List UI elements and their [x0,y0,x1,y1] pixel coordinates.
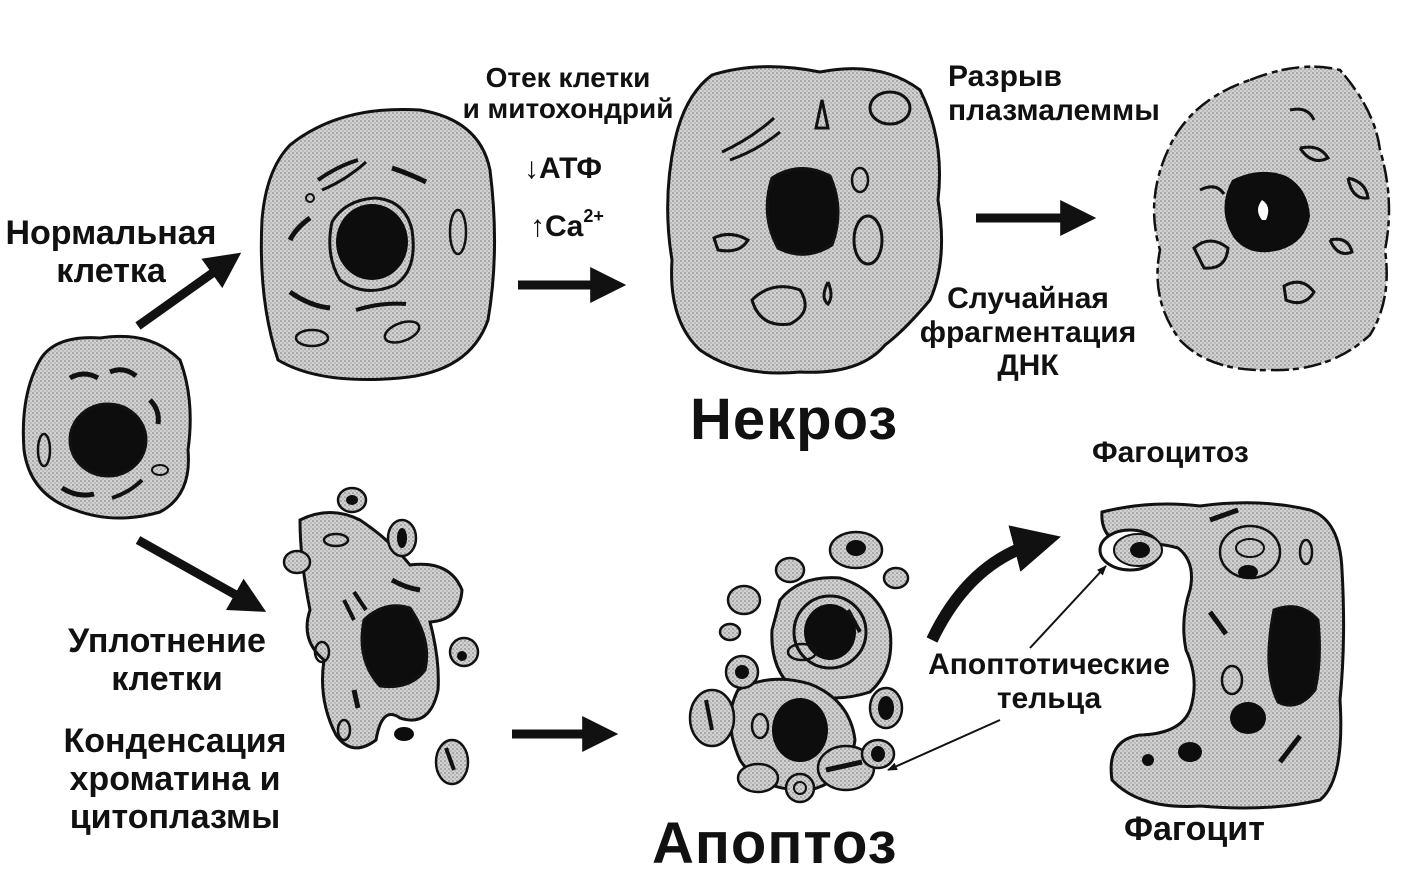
calcium-increase-label: ↑Ca2+ [530,206,604,243]
chromatin-condensation-label: Конденсация хроматина и цитоплазмы [63,722,287,837]
phagocyte-cell [1098,501,1346,810]
pointer-to-engulfed-body [1029,565,1107,649]
membrane-rupture-label: Разрыв плазмалеммы [948,60,1160,127]
swollen-cell [259,107,497,381]
shrinking-cell [282,486,480,786]
pointer-to-apoptotic-body [887,719,1001,771]
necrosis-title: Некроз [690,387,899,452]
necrotic-cell-nucleus [765,166,840,256]
normal-cell-nucleus [68,402,148,478]
up-arrow-icon: ↑ [530,210,545,243]
random-dna-fragmentation-label: Случайная фрагментация ДНК [919,282,1137,383]
ruptured-cell [1152,65,1391,372]
apoptotic-bodies-label: Апоптотические тельца [928,648,1170,715]
swollen-cell-nucleus [336,204,408,280]
phagocytosis-label: Фагоцитоз [1092,436,1249,469]
swollen-cell-nuclear-envelope [328,196,415,292]
shrinking-cell-nucleus [360,604,429,689]
phagocyte-label: Фагоцит [1124,810,1265,848]
swelling-label: Отек клетки и митохондрий [462,62,674,125]
atp-decrease-label: ↓АТФ [524,152,602,185]
apoptotic-bodies [688,530,910,804]
apoptosis-title: Апоптоз [652,811,898,876]
normal-cell-label: Нормальная клетка [5,214,217,291]
arrow-to-shrinkage [135,536,267,612]
down-arrow-icon: ↓ [524,152,539,185]
arrow-to-phagocytosis [926,525,1061,643]
phagocyte-nucleus [1267,605,1321,707]
cell-shrinkage-label: Уплотнение клетки [68,622,266,699]
necrotic-cell [666,65,944,375]
normal-cell [21,334,192,520]
arrow-to-swelling [135,252,242,330]
